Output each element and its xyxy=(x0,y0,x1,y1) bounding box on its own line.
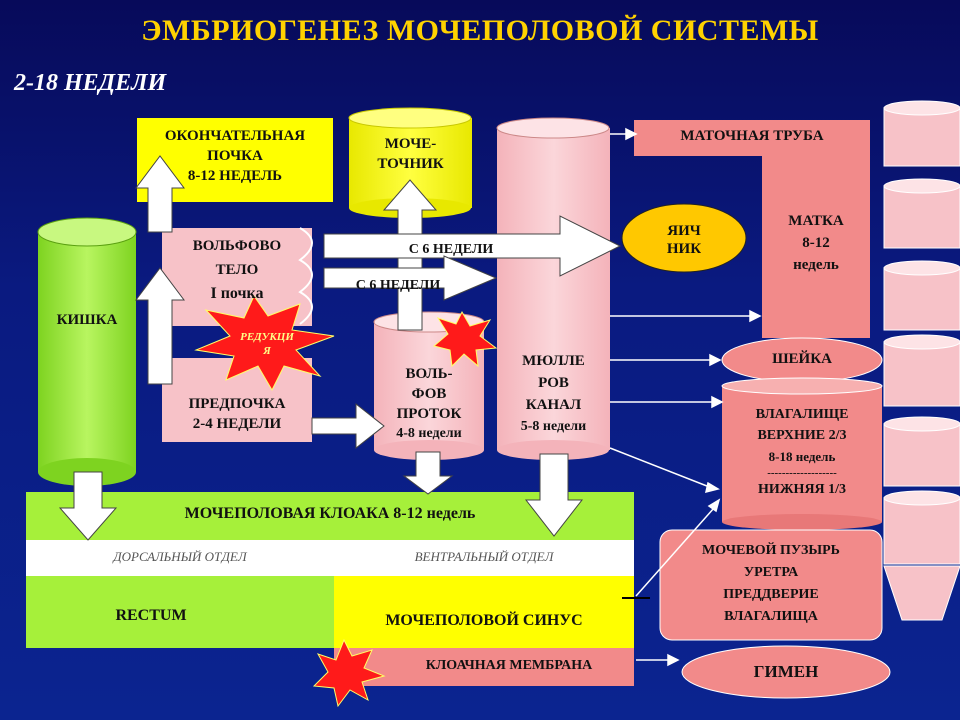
wolffian-duct-line4: 4-8 недели xyxy=(396,426,462,441)
ureter-cylinder xyxy=(348,107,472,218)
cloaca-label: МОЧЕПОЛОВАЯ КЛОАКА 8-12 недель xyxy=(184,505,476,522)
vagina-cylinder xyxy=(721,377,883,530)
intestine-cylinder xyxy=(37,217,137,486)
burst-membrane xyxy=(312,638,386,708)
reduction-label: РЕДУКЦИ Я xyxy=(222,330,312,358)
arrow-down-wolffian-duct xyxy=(402,451,454,495)
final-kidney-label: ОКОНЧАТЕЛЬНАЯ ПОЧКА 8-12 НЕДЕЛЬ xyxy=(137,126,333,186)
wolffian-duct-line1: ВОЛЬ- xyxy=(405,366,453,382)
final-kidney-line2: ПОЧКА xyxy=(207,148,263,164)
fallopian-tube-label: МАТОЧНАЯ ТРУБА xyxy=(680,128,824,144)
uterus-box xyxy=(762,156,870,338)
ovary-ellipse xyxy=(621,203,747,273)
dorsal-band xyxy=(26,540,334,576)
arrow-up-wolffian xyxy=(135,267,185,385)
ureter-label: МОЧЕ- ТОЧНИК xyxy=(349,134,472,174)
final-kidney-line1: ОКОНЧАТЕЛЬНАЯ xyxy=(164,128,306,144)
mullerian-line1: МЮЛЛЕ xyxy=(522,353,585,369)
bladder-line4: ВЛАГАЛИЩА xyxy=(724,609,818,624)
wolffian-duct-line3: ПРОТОК xyxy=(396,406,462,422)
wolffian-body-line3: I почка xyxy=(210,285,264,302)
bladder-box xyxy=(659,529,883,641)
rectum-band xyxy=(26,576,334,648)
uterus-line3: недель xyxy=(793,257,839,273)
wolffian-body-line2: ТЕЛО xyxy=(215,262,259,278)
vagina-line1: ВЛАГАЛИЩЕ xyxy=(755,407,849,422)
pronephros-label: ПРЕДПОЧКА 2-4 НЕДЕЛИ xyxy=(162,394,312,434)
dorsal-label: ДОРСАЛЬНЫЙ ОТДЕЛ xyxy=(113,549,247,564)
page-subtitle: 2-18 НЕДЕЛИ xyxy=(14,70,167,96)
arrow-right-duct xyxy=(323,255,498,301)
arrow-right-ovary xyxy=(323,215,622,277)
mullerian-line3: КАНАЛ xyxy=(525,397,582,413)
right-stack xyxy=(883,100,960,621)
arrow-up-kidney xyxy=(135,155,185,233)
final-kidney-line3: 8-12 НЕДЕЛЬ xyxy=(187,168,283,184)
uterus-label: МАТКА 8-12 недель xyxy=(762,210,870,276)
vagina-line2: ВЕРХНИЕ 2/3 xyxy=(757,428,847,443)
page-title: ЭМБРИОГЕНЕЗ МОЧЕПОЛОВОЙ СИСТЕМЫ xyxy=(141,14,819,47)
arrow-down-intestine xyxy=(58,471,118,541)
reduction-burst xyxy=(194,294,335,392)
bladder-label: МОЧЕВОЙ ПУЗЫРЬ УРЕТРА ПРЕДДВЕРИЕ ВЛАГАЛИ… xyxy=(660,540,882,628)
intestine-label: КИШКА xyxy=(56,312,118,328)
wolffian-duct-line2: ФОВ xyxy=(411,386,447,402)
pronephros-line1: ПРЕДПОЧКА xyxy=(188,396,286,412)
fallopian-tube-box xyxy=(634,120,870,156)
burst-duct xyxy=(432,310,498,368)
ureter-line1: МОЧЕ- xyxy=(384,136,437,152)
reduction-line1: РЕДУКЦИ xyxy=(240,331,294,343)
sinus-band xyxy=(334,576,634,648)
cloacal-membrane-label: КЛОАЧНАЯ МЕМБРАНА xyxy=(425,658,593,673)
mullerian-line4: 5-8 недели xyxy=(520,419,587,434)
arrow-down-mullerian xyxy=(524,453,584,537)
ventral-label: ВЕНТРАЛЬНЫЙ ОТДЕЛ xyxy=(414,549,554,564)
bladder-line3: ПРЕДДВЕРИЕ xyxy=(723,587,819,602)
arrow-label-top: С 6 НЕДЕЛИ xyxy=(408,242,494,257)
mullerian-duct-cylinder xyxy=(496,117,610,460)
hymen-label: ГИМЕН xyxy=(753,662,819,681)
wolffian-body-line1: ВОЛЬФОВО xyxy=(192,238,282,254)
pronephros-line2: 2-4 НЕДЕЛИ xyxy=(192,416,282,432)
ventral-band xyxy=(334,540,634,576)
uterus-line1: МАТКА xyxy=(788,213,844,229)
cervix-label: ШЕЙКА xyxy=(772,351,832,367)
cloacal-membrane-band xyxy=(334,648,634,686)
bladder-line2: УРЕТРА xyxy=(743,565,799,580)
ovary-line2: НИК xyxy=(666,241,702,257)
rectum-label: RECTUM xyxy=(115,607,187,624)
vagina-line3: 8-18 недель xyxy=(768,449,836,464)
arrow-label-bottom: С 6 НЕДЕЛИ xyxy=(355,278,441,293)
mullerian-line2: РОВ xyxy=(538,375,569,391)
hymen-ellipse xyxy=(681,645,891,699)
bladder-line1: МОЧЕВОЙ ПУЗЫРЬ xyxy=(702,543,840,558)
vagina-line4: ------------------- xyxy=(767,467,837,479)
uterus-line2: 8-12 xyxy=(802,235,830,251)
wolffian-body-label: ВОЛЬФОВО ТЕЛО I почка xyxy=(162,234,312,306)
arrow-right-pronephros xyxy=(311,402,385,450)
urogenital-sinus-label: МОЧЕПОЛОВОЙ СИНУС xyxy=(385,612,583,629)
mullerian-label: МЮЛЛЕ РОВ КАНАЛ 5-8 недели xyxy=(497,350,610,438)
wolffian-duct-label: ВОЛЬ- ФОВ ПРОТОК 4-8 недели xyxy=(374,364,484,444)
vagina-label: ВЛАГАЛИЩЕ ВЕРХНИЕ 2/3 8-18 недель ------… xyxy=(722,404,882,500)
reduction-line2: Я xyxy=(263,345,271,357)
ovary-label: ЯИЧ НИК xyxy=(622,222,746,258)
vagina-line5: НИЖНЯЯ 1/3 xyxy=(757,482,847,497)
ureter-line2: ТОЧНИК xyxy=(377,156,444,172)
ovary-line1: ЯИЧ xyxy=(667,223,701,239)
